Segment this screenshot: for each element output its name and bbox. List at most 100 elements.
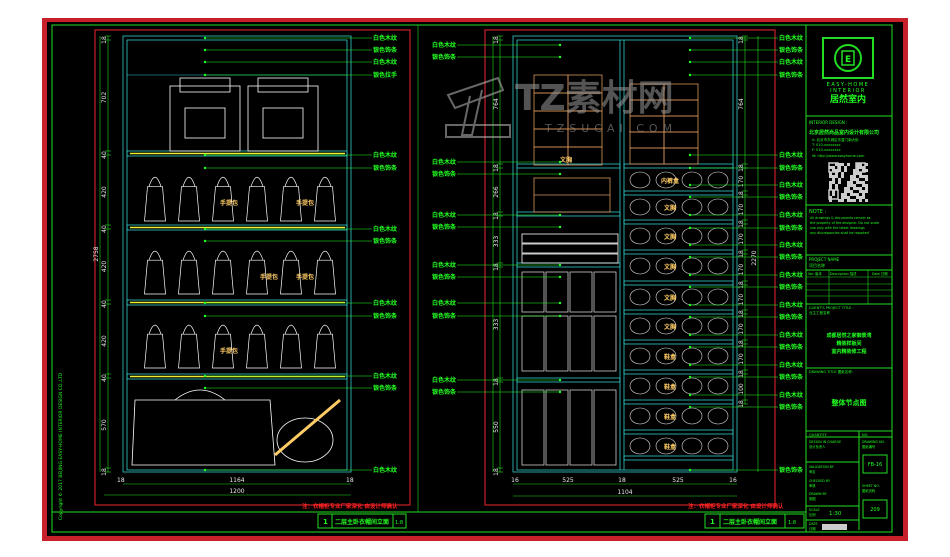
material-label: 银色饰条 <box>373 237 398 245</box>
bag-body <box>314 186 336 222</box>
material-label: 银色饰条 <box>373 164 398 172</box>
qr-module <box>856 196 859 199</box>
qr-module <box>829 172 832 175</box>
folded-garment-icon <box>707 171 729 189</box>
leader-dot <box>688 375 692 379</box>
client-title-sub: 业主工程名称 <box>809 310 830 315</box>
folded-garment-icon <box>707 347 729 365</box>
drawer-divider <box>623 429 734 435</box>
bag-handle <box>148 250 162 261</box>
leader-dot <box>558 213 562 217</box>
qr-module <box>850 193 853 196</box>
folded-garment-icon <box>707 317 729 335</box>
drawer-divider <box>623 249 734 255</box>
backpack-pocket <box>184 107 226 139</box>
material-label: 银色饰条 <box>779 46 804 54</box>
qr-finder <box>828 162 839 173</box>
material-label: 银色饰条 <box>432 170 457 178</box>
qr-module <box>847 187 850 190</box>
contact-line: A: 北京市东城区东直门南大街 <box>812 137 859 142</box>
material-label: 白色木纹 <box>373 34 398 42</box>
leader-dot <box>688 285 692 289</box>
handbag-icon <box>246 176 268 222</box>
dimension-text: 40 <box>101 300 108 308</box>
handbag-icon <box>280 324 302 369</box>
left-scale: 1:8 <box>395 520 403 526</box>
qr-module <box>832 190 835 193</box>
item-tag: 内裤盒 <box>661 177 680 185</box>
folded-garment-icon <box>655 227 677 245</box>
backpack-pocket <box>262 107 304 139</box>
folded-garment-icon <box>655 257 677 275</box>
total-height-text: 2270 <box>751 250 758 265</box>
qr-module <box>844 190 847 193</box>
project-line: 精装样板间 <box>836 340 861 347</box>
bag-handle <box>148 324 162 335</box>
item-tag: 手提包 <box>220 199 238 207</box>
qr-module <box>859 199 862 202</box>
qr-module <box>865 178 868 181</box>
qr-module <box>853 172 856 175</box>
design-in-charge-cn: 设计负责人 <box>809 444 826 449</box>
qr-module <box>841 172 844 175</box>
leader-dot <box>688 213 692 217</box>
qr-module <box>865 163 868 166</box>
qr-module <box>844 196 847 199</box>
qr-module <box>865 175 868 178</box>
leader-dot <box>688 363 692 367</box>
folded-garment-icon <box>629 437 651 455</box>
qr-module <box>838 166 841 169</box>
handbag-icon <box>212 176 234 222</box>
qr-module <box>847 163 850 166</box>
duffel-bag-icon <box>131 389 334 466</box>
sheet-border <box>51 24 893 533</box>
qr-module <box>829 199 832 202</box>
qr-module <box>856 163 859 166</box>
qr-module <box>850 181 853 184</box>
material-label: 白色木纹 <box>779 34 804 42</box>
material-label: 白色木纹 <box>373 299 398 307</box>
qr-module <box>865 184 868 187</box>
bag-handle <box>182 176 196 187</box>
left-cabinet-outer <box>122 35 352 473</box>
leader-dot <box>688 333 692 337</box>
drawing-no-cn: 图纸编号 <box>862 444 876 449</box>
dimension-text: 18 <box>618 477 626 484</box>
leader-dot <box>203 386 207 390</box>
title-block: E EASY-HOME INTERIOR 居然室内 INTERIOR DESIG… <box>806 37 892 531</box>
project-name-value: 项目名称 <box>809 262 825 268</box>
right-title: 二层主卧衣帽间立面 <box>723 518 777 526</box>
bag-handle <box>148 176 162 187</box>
backpack-icon <box>247 77 319 152</box>
dimension-text: 18 <box>493 468 500 476</box>
handbag-icon <box>314 250 336 295</box>
material-label: 银色饰条 <box>779 373 804 381</box>
folded-item <box>521 253 619 264</box>
folded-garment-icon <box>681 437 703 455</box>
drawing-title: 整体节点图 <box>831 398 867 407</box>
qr-finder <box>828 189 839 200</box>
drawer-divider <box>623 369 734 375</box>
material-label: 银色饰条 <box>779 403 804 411</box>
item-tag: 手提包 <box>296 199 314 207</box>
qr-module <box>838 181 841 184</box>
drawing-title-label: DRAWING TITLE 图纸名称: <box>809 369 853 374</box>
material-label: 银色拉手 <box>373 71 397 79</box>
leader-dot <box>688 153 692 157</box>
leader-dot <box>688 183 692 187</box>
qr-module <box>829 181 832 184</box>
qr-module <box>859 172 862 175</box>
folded-garment-icon <box>629 317 651 335</box>
leader-dot <box>203 73 207 77</box>
item-tag: 文胸 <box>663 294 676 302</box>
folded-garment-icon <box>681 257 703 275</box>
qr-module <box>838 163 841 166</box>
handbag-icon <box>212 250 234 295</box>
drawn-cn: 制图 <box>809 496 816 501</box>
boot-icon <box>593 389 617 466</box>
right-drawing-title: 注：衣帽柜专业厂家深化 由设计师确认 1 二层主卧衣帽间立面 1:8 <box>688 502 805 529</box>
leader-dot <box>203 301 207 305</box>
qr-module <box>856 169 859 172</box>
item-tag: 鞋盒 <box>664 353 677 361</box>
